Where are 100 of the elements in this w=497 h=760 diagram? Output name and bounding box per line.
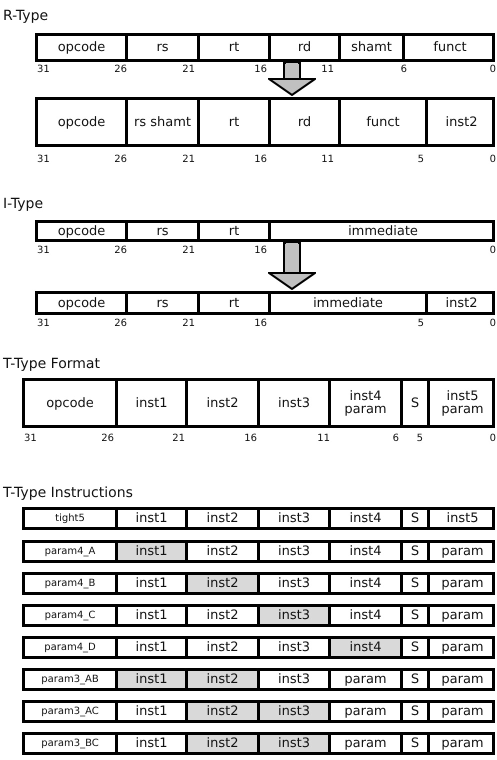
bit-number: 21 (182, 318, 195, 329)
bit-number: 5 (418, 154, 424, 165)
bit-field: rt (197, 223, 268, 239)
bit-field: S (400, 381, 427, 425)
bit-field: S (400, 671, 427, 688)
bit-field: rt (197, 294, 268, 312)
bit-field: inst2 (185, 381, 257, 425)
bit-field: inst2 (185, 510, 257, 527)
bit-number: 0 (490, 64, 496, 75)
bit-field: inst2 (185, 671, 257, 688)
bit-number: 0 (490, 433, 496, 444)
bit-field: inst3 (257, 703, 328, 720)
bit-field: opcode (38, 223, 125, 239)
bit-field: rt (197, 36, 268, 59)
instruction-format-bar (35, 33, 495, 62)
bit-field: inst1 (115, 671, 185, 688)
bit-field: S (400, 607, 427, 624)
bit-field: inst1 (115, 510, 185, 527)
bit-number: 21 (182, 154, 195, 165)
instruction-name: tight5 (25, 510, 115, 527)
bit-number: 26 (114, 318, 127, 329)
bit-field: S (400, 735, 427, 752)
bit-field: S (400, 575, 427, 592)
bit-field: S (400, 510, 427, 527)
bit-number: 26 (114, 245, 127, 256)
bit-field: inst2 (185, 639, 257, 656)
bit-field: rs (125, 36, 197, 59)
bit-field: param (427, 703, 495, 720)
instruction-name: param4_A (25, 543, 115, 560)
bit-number: 16 (254, 64, 267, 75)
bit-field: opcode (38, 294, 125, 312)
bit-number: 0 (490, 245, 496, 256)
bit-field: rs shamt (125, 100, 197, 144)
bit-field: inst3 (257, 607, 328, 624)
instruction-format-bar (22, 378, 495, 428)
bit-field: param (427, 671, 495, 688)
bit-number: 16 (254, 154, 267, 165)
section-heading: I-Type (3, 196, 44, 212)
bit-field: inst3 (257, 671, 328, 688)
bit-field: S (400, 543, 427, 560)
bit-field: rd (268, 100, 338, 144)
bit-field: inst1 (115, 381, 185, 425)
instruction-format-bar (22, 507, 495, 530)
bit-field: inst2 (185, 575, 257, 592)
bit-number: 16 (254, 245, 267, 256)
bit-field: inst4 param (328, 381, 400, 425)
bit-field: inst3 (257, 735, 328, 752)
bit-field: param (427, 639, 495, 656)
instruction-name: param3_AC (25, 703, 115, 720)
bit-field: inst4 (328, 575, 400, 592)
bit-number: 6 (392, 433, 399, 444)
bit-number: 16 (244, 433, 257, 444)
instruction-format-bar (22, 668, 495, 691)
bit-number: 0 (490, 318, 496, 329)
bit-field: inst1 (115, 607, 185, 624)
bit-field: immediate (268, 294, 425, 312)
bit-field: rd (268, 36, 338, 59)
bit-number: 26 (101, 433, 114, 444)
bit-number: 5 (418, 318, 424, 329)
section-heading: T-Type Instructions (3, 485, 133, 501)
bit-field: rs (125, 223, 197, 239)
bit-field: funct (402, 36, 495, 59)
section-heading: R-Type (3, 8, 48, 24)
instruction-format-bar (35, 291, 495, 315)
bit-number: 31 (37, 64, 50, 75)
bit-field: rt (197, 100, 268, 144)
section-heading: T-Type Format (3, 356, 100, 372)
bit-field: inst1 (115, 639, 185, 656)
bit-field: inst5 param (427, 381, 495, 425)
bit-number: 5 (416, 433, 423, 444)
bit-number: 11 (321, 154, 334, 165)
bit-number: 31 (37, 154, 50, 165)
bit-field: opcode (25, 381, 115, 425)
bit-field: rs (125, 294, 197, 312)
bit-number: 11 (317, 433, 330, 444)
bit-field: param (427, 735, 495, 752)
bit-field: param (328, 735, 400, 752)
bit-number: 21 (172, 433, 185, 444)
instruction-format-bar (22, 572, 495, 595)
bit-field: inst4 (328, 543, 400, 560)
bit-field: inst3 (257, 381, 328, 425)
instruction-format-bar (22, 700, 495, 723)
bit-field: param (328, 703, 400, 720)
bit-field: param (427, 543, 495, 560)
bit-number: 16 (254, 318, 267, 329)
bit-field: inst3 (257, 543, 328, 560)
bit-number: 0 (490, 154, 496, 165)
bit-number: 31 (37, 245, 50, 256)
bit-field: param (427, 575, 495, 592)
bit-field: inst1 (115, 543, 185, 560)
bit-number: 26 (114, 64, 127, 75)
instruction-name: param4_B (25, 575, 115, 592)
bit-field: funct (338, 100, 425, 144)
instruction-name: param4_D (25, 639, 115, 656)
bit-field: param (328, 671, 400, 688)
instruction-name: param3_AB (25, 671, 115, 688)
bit-field: param (427, 607, 495, 624)
bit-field: inst4 (328, 510, 400, 527)
bit-number: 11 (321, 64, 334, 75)
bit-field: inst3 (257, 575, 328, 592)
